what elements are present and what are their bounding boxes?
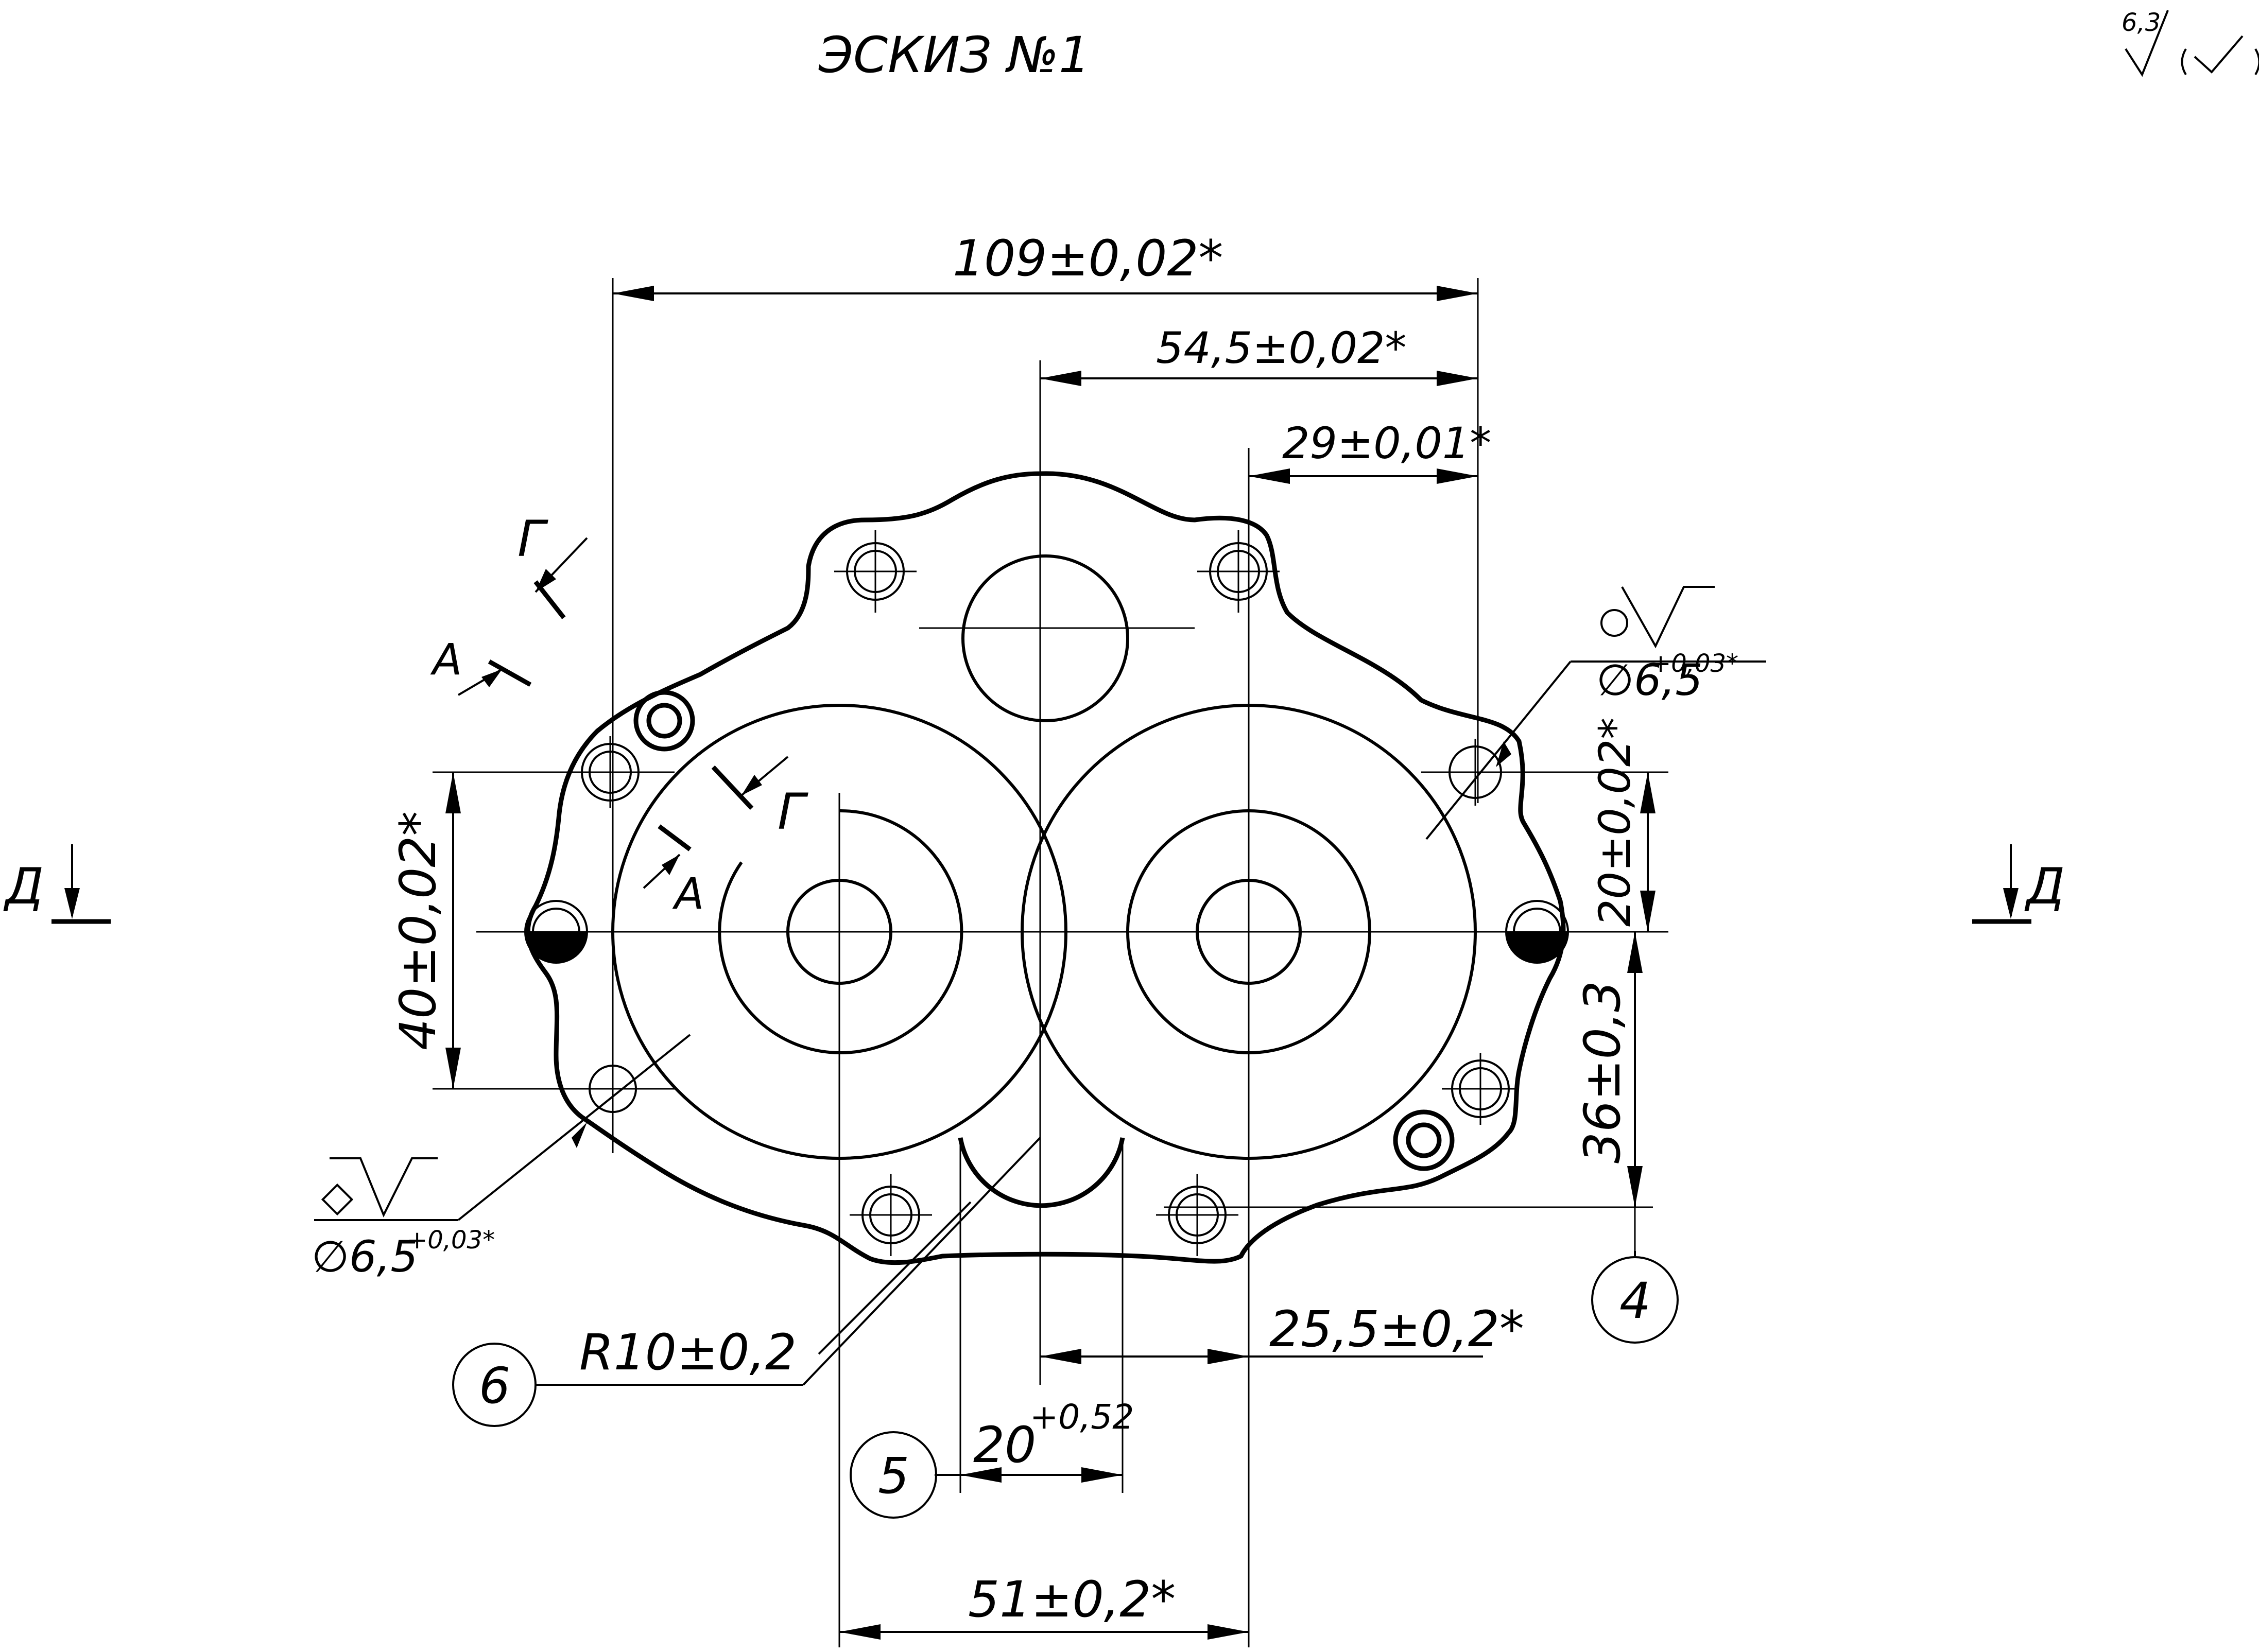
half-filled-left — [525, 932, 587, 963]
balloon-6-label: 6 — [479, 1357, 510, 1415]
roughness-value: 6,3 — [2122, 8, 2161, 37]
section-markers: Г А Г А Д Д — [3, 510, 2065, 924]
hole-bottom-right — [1156, 1174, 1238, 1256]
section-a-lower-stroke — [658, 824, 692, 851]
hole-left-leader — [457, 1034, 691, 1221]
right-shaft-hole — [1196, 879, 1302, 985]
balloon-4-label: 4 — [1619, 1272, 1651, 1330]
section-a-upper-stroke — [488, 659, 532, 687]
roughness-symbol: 6,3 — [2122, 8, 2259, 77]
roughness-left-symbol — [330, 1157, 438, 1218]
hole-left-middle — [524, 900, 588, 964]
lower-relief-arc — [958, 1137, 1125, 1208]
roughness-bracket-mark — [2181, 35, 2259, 76]
roughness-square-left — [321, 1183, 354, 1216]
right-gear-bore — [1021, 704, 1477, 1160]
dim-hole-left: ∅6,5 — [312, 1231, 418, 1282]
section-d-right: Д — [2024, 858, 2065, 915]
balloon-5: 5 — [850, 1431, 960, 1519]
housing-outer-contour — [525, 471, 1566, 1265]
balloon-4: 4 — [1591, 1251, 1679, 1344]
section-a-upper: А — [430, 634, 462, 685]
balloon-5-label: 5 — [878, 1447, 909, 1505]
dim-slot-tolerance: +0,52 — [1030, 1397, 1134, 1437]
section-a-lower: А — [672, 868, 704, 919]
dim-vertical-right: 20±0,02* — [1590, 718, 1640, 927]
hole-top-right — [1197, 530, 1280, 613]
centre-lines — [435, 360, 1663, 1647]
hole-right-lower — [1442, 1053, 1519, 1125]
dim-hole-left-tol: +0,03* — [407, 1226, 495, 1255]
radius-leader — [802, 1137, 1041, 1386]
dowel-left-upper — [633, 690, 695, 752]
dim-radius: R10±0,2 — [579, 1324, 797, 1381]
dim-lower-right: 25,5±0,2* — [1269, 1300, 1524, 1358]
drawing-title: ЭСКИЗ №1 — [818, 26, 1090, 84]
hole-bottom-left — [850, 1174, 932, 1256]
dowel-right-lower — [1393, 1109, 1455, 1171]
section-g-lower: Г — [778, 783, 808, 841]
hole-top-left — [834, 530, 917, 613]
roughness-circle-right — [1600, 609, 1628, 637]
dim-hole-right: ∅6,5 — [1596, 655, 1703, 705]
half-filled-right — [1506, 932, 1568, 963]
left-shaft-hole — [786, 879, 892, 985]
section-g-upper: Г — [518, 510, 548, 568]
hole-right-middle — [1505, 900, 1569, 964]
dim-vertical-left: 40±0,02* — [389, 811, 447, 1050]
dim-bottom-width: 51±0,2* — [968, 1571, 1176, 1628]
dim-hole-right-tol: +0,03* — [1650, 649, 1738, 678]
roughness-check-mark — [2125, 10, 2169, 77]
section-d-left: Д — [3, 858, 44, 915]
dim-overall-width: 109±0,02* — [953, 230, 1223, 287]
roughness-right-symbol — [1621, 586, 1715, 649]
balloon-6: 6 — [452, 1343, 537, 1427]
dim-bottom-vertical: 36±0,3 — [1574, 981, 1631, 1163]
balloons: 4 5 6 — [452, 1251, 1679, 1519]
right-pitch-circle — [1126, 809, 1371, 1054]
dim-hole-offset-right: 29±0,01* — [1282, 418, 1491, 468]
hole-right-leader — [1425, 660, 1572, 840]
left-pitch-arc — [718, 809, 963, 1054]
dimensions: 109±0,02* 54,5±0,02* 29±0,01* 40±0,02* 2… — [312, 230, 1766, 1640]
top-port-bore — [961, 554, 1129, 722]
dim-center-offset: 54,5±0,02* — [1156, 323, 1406, 373]
dim-slot-width: 20 — [973, 1416, 1036, 1474]
section-g-lower-stroke — [711, 765, 754, 810]
